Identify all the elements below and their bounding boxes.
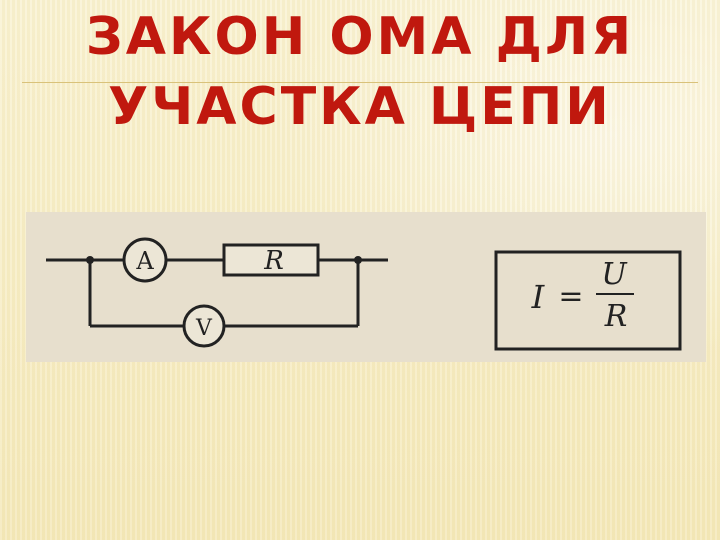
title-divider	[22, 82, 698, 83]
formula-box	[494, 250, 682, 351]
resistor-label: R	[263, 246, 284, 276]
circuit-figure: A R V I = U R	[26, 212, 706, 362]
formula-equals: =	[558, 279, 583, 314]
formula-current: I	[531, 278, 546, 316]
ammeter-label: A	[135, 247, 154, 275]
title-line-2: УЧАСТКА ЦЕПИ	[108, 77, 612, 137]
circuit-wires	[46, 258, 388, 328]
junction-right	[354, 256, 362, 264]
formula-resistance: R	[604, 299, 628, 334]
title-line-1: ЗАКОН ОМА ДЛЯ	[85, 7, 635, 67]
circuit-svg: A R V I = U R	[46, 237, 682, 351]
formula-voltage: U	[601, 257, 628, 292]
voltmeter-label: V	[195, 316, 213, 341]
ammeter-symbol	[122, 237, 168, 283]
resistor-symbol	[222, 243, 320, 277]
voltmeter-symbol	[182, 304, 226, 348]
junction-left	[86, 256, 94, 264]
slide-title: ЗАКОН ОМА ДЛЯ УЧАСТКА ЦЕПИ	[0, 2, 720, 142]
